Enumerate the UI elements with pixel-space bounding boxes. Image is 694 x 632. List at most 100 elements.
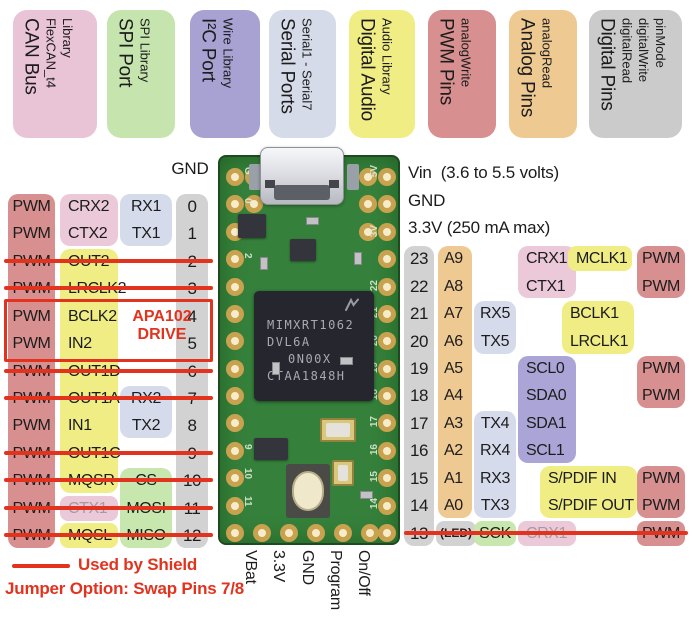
i2c-group-bg — [518, 356, 576, 463]
gnd-header: GND — [408, 191, 446, 210]
silkscreen-label: 3V — [369, 225, 380, 238]
used-by-shield-note: Used by Shield — [78, 555, 198, 574]
teensy-board: G 0 2 9 10 11 5V 3V 22 21 20 19 18 17 16… — [218, 155, 400, 545]
bottom-pin-label-33v: 3.3V — [270, 550, 287, 583]
legend-title: Analog Pins — [516, 18, 538, 118]
right-analog-column-bg — [438, 246, 472, 518]
pin-signal-label: CRX2 — [68, 198, 110, 215]
pin-signal-label: TX5 — [480, 333, 510, 350]
silkscreen-label: 0 — [242, 198, 253, 204]
strike-line-pin7 — [4, 396, 213, 400]
right-pwm-group1-bg — [637, 246, 685, 298]
left-serial2-group-bg — [120, 386, 172, 438]
vin-header: Vin (3.6 to 5.5 volts) — [408, 163, 559, 182]
chip-logo-icon — [345, 298, 359, 311]
mclk1-badge-bg — [568, 246, 632, 271]
pwm-badge-label: PWM — [642, 360, 680, 377]
pin-signal-label: CTX2 — [68, 225, 108, 242]
pwm-badge-label: PWM — [642, 387, 680, 404]
pwm-badge-label: PWM — [642, 250, 680, 267]
bottom-pin-label-program: Program — [327, 550, 344, 610]
pwm-badge-label: PWM — [12, 308, 51, 325]
pin-signal-label: SDA0 — [526, 387, 567, 404]
legend-subtitle: analogRead — [539, 18, 555, 89]
analog-pin-label: A3 — [444, 415, 463, 432]
spdif-group-bg — [540, 466, 637, 518]
pin-signal-label: S/PDIF IN — [548, 470, 617, 487]
analog-pin-label: A6 — [444, 333, 463, 350]
silkscreen-label: 22 — [369, 280, 380, 292]
legend-subtitle: FlexCAN_t4 — [43, 18, 59, 89]
pwm-badge-label: PWM — [642, 497, 680, 514]
silkscreen-label: 17 — [369, 416, 380, 428]
pin-number: 0 — [187, 197, 197, 216]
right-pwm-group3-bg — [637, 466, 685, 518]
pin-signal-label: SDA1 — [526, 415, 567, 432]
right-pwm-group2-bg — [637, 356, 685, 408]
silkscreen-label: 10 — [242, 468, 253, 480]
right-serial5-group-bg — [474, 301, 516, 354]
pin-signal-label: S/PDIF OUT — [548, 497, 634, 514]
legend-subtitle: digitalRead — [619, 18, 635, 84]
bottom-pin-label-gnd: GND — [299, 550, 316, 585]
left-can-group-bg — [60, 194, 118, 246]
left-serial1-group-bg — [120, 194, 172, 246]
analog-pin-label: A7 — [444, 305, 463, 322]
silkscreen-label: 5V — [369, 165, 380, 178]
pin-signal-label: IN2 — [68, 335, 92, 352]
legend-title: Serial Ports — [276, 18, 298, 114]
pin-signal-label: TX2 — [131, 417, 161, 434]
audio-clk-group-bg — [562, 301, 634, 354]
legend-subtitle: analogWrite — [458, 18, 474, 88]
strike-line-pin13 — [404, 531, 688, 535]
strike-line-pin9 — [4, 451, 213, 455]
silkscreen-label: 16 — [369, 444, 380, 456]
right-can-group-bg — [518, 246, 576, 298]
analog-pin-label: A5 — [444, 360, 463, 377]
pin-number: 20 — [409, 332, 429, 351]
legend-subtitle: SPI Library — [137, 18, 153, 83]
pin-number: 17 — [409, 414, 429, 433]
pin-signal-label: LRCLK1 — [570, 333, 629, 350]
chip-marking: CTAA1848H — [267, 369, 346, 383]
pin-signal-label: RX5 — [480, 305, 510, 322]
v33-header: 3.3V (250 mA max) — [408, 218, 551, 237]
pin-number: 1 — [187, 224, 197, 243]
analog-pin-label: A4 — [444, 387, 463, 404]
bottom-pin-label-vbat: VBat — [242, 550, 259, 584]
usb-opening — [274, 185, 330, 200]
pin-signal-label: RX3 — [480, 470, 510, 487]
left-gnd-header: GND — [171, 159, 209, 178]
mcu-chip: MIMXRT1062 DVL6A 0N00X CTAA1848H — [254, 291, 374, 401]
legend-title: CAN Bus — [20, 18, 42, 95]
pin-signal-label: RX4 — [480, 442, 510, 459]
pwm-badge-label: PWM — [12, 225, 51, 242]
silkscreen-label: 11 — [242, 496, 253, 507]
strike-line-pin12 — [4, 533, 213, 537]
strike-line-pin11 — [4, 506, 213, 510]
silkscreen-label: 2 — [242, 253, 253, 259]
silkscreen-label: 15 — [369, 471, 380, 483]
silkscreen-label: 14 — [369, 498, 380, 510]
pin-number: 18 — [409, 386, 429, 405]
pin-number: 14 — [409, 496, 429, 515]
silkscreen-label: G — [242, 167, 253, 175]
legend-title: SPI Port — [114, 18, 136, 88]
pin-number: 23 — [409, 249, 429, 268]
pin-number: 15 — [409, 469, 429, 488]
apa102-note-line1: APA102 — [132, 308, 192, 325]
pin-signal-label: SCL1 — [526, 442, 565, 459]
chip-marking: 0N00X — [288, 352, 332, 366]
pin-signal-label: TX1 — [131, 225, 161, 242]
analog-pin-label: A2 — [444, 442, 463, 459]
analog-pin-label: A9 — [444, 250, 463, 267]
jumper-option-note: Jumper Option: Swap Pins 7/8 — [5, 579, 245, 598]
strike-line-pin10 — [4, 478, 213, 482]
right-number-column-bg — [404, 246, 434, 546]
